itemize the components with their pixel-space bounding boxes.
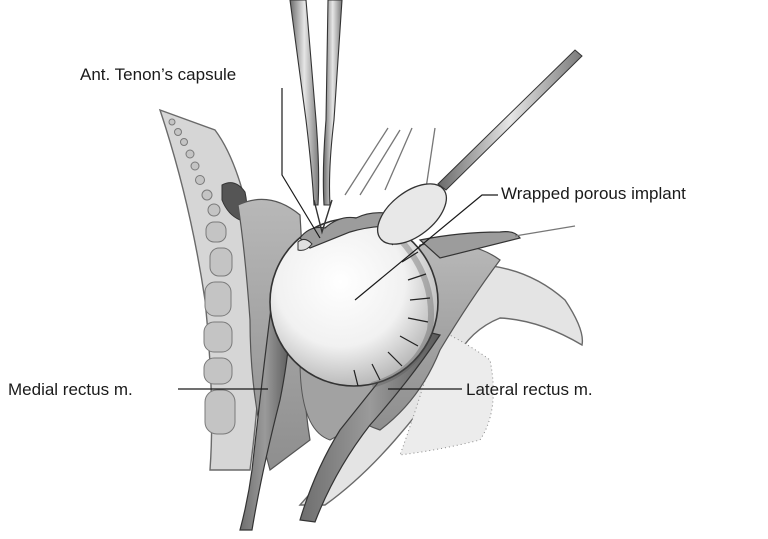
cotton-tip-applicator (377, 49, 583, 245)
tenon-capsule (297, 212, 521, 259)
label-lateral-rectus: Lateral rectus m. (466, 380, 593, 399)
label-tenon-capsule: Ant. Tenon’s capsule (80, 65, 237, 84)
wrapped-porous-implant (269, 217, 439, 388)
medial-orbital-wall (158, 108, 261, 471)
label-porous-implant: Wrapped porous implant (501, 184, 686, 203)
leader-lines (178, 88, 498, 390)
medial-rectus-muscle (239, 299, 291, 531)
forceps-instrument (289, 0, 343, 235)
lateral-rectus-muscle (299, 329, 441, 523)
label-medial-rectus: Medial rectus m. (8, 380, 133, 399)
